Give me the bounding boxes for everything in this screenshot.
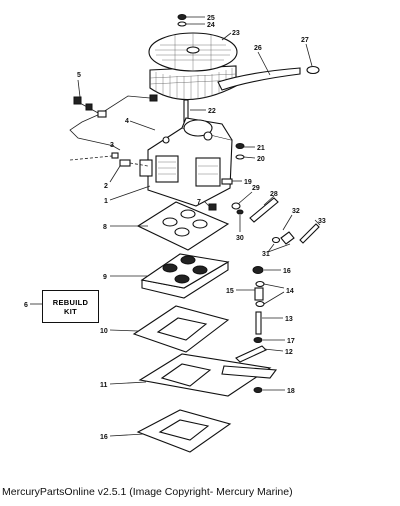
callout-9: 9 [103, 274, 107, 281]
copyright-footer: MercuryPartsOnline v2.5.1 (Image Copyrig… [2, 486, 293, 498]
rebuild-kit-box: REBUILD KIT [42, 290, 99, 323]
callout-10: 10 [100, 328, 108, 335]
callout-26: 26 [254, 45, 262, 52]
rebuild-kit-line2: KIT [64, 306, 77, 316]
callout-14: 14 [286, 288, 294, 295]
callout-3: 3 [110, 142, 114, 149]
callout-11: 11 [100, 382, 108, 389]
callout-1: 1 [104, 198, 108, 205]
callout-28: 28 [270, 191, 278, 198]
seal-30 [236, 209, 244, 215]
plug-7 [208, 203, 217, 211]
bracket-12 [235, 345, 267, 363]
bushing-32 [280, 231, 295, 245]
screw-33 [299, 223, 320, 244]
nut-16 [252, 266, 264, 274]
callout-33: 33 [318, 218, 326, 225]
washer-14a [255, 280, 265, 288]
callout-18: 18 [287, 388, 295, 395]
callout-5: 5 [77, 72, 81, 79]
nut-18 [253, 387, 263, 393]
callout-32: 32 [292, 208, 300, 215]
callout-24: 24 [207, 22, 215, 29]
plate-11 [138, 353, 278, 397]
screw-19 [221, 178, 233, 185]
washer-14b [255, 300, 265, 308]
callout-30: 30 [236, 235, 244, 242]
callout-16-bottom: 16 [100, 434, 108, 441]
callout-31: 31 [262, 251, 270, 258]
rebuild-kit-line1: REBUILD [52, 297, 89, 307]
fitting-3 [111, 152, 119, 159]
stud-13 [255, 311, 262, 335]
pump-rod-28 [249, 197, 279, 223]
callout-2: 2 [104, 183, 108, 190]
carburetor-body [139, 117, 233, 207]
washer-20 [235, 154, 245, 160]
callout-22: 22 [208, 108, 216, 115]
callout-6: 6 [24, 302, 28, 309]
callout-25: 25 [207, 15, 215, 22]
nut-21 [235, 143, 245, 149]
callout-27: 27 [301, 37, 309, 44]
callout-7: 7 [197, 199, 201, 206]
washer-24 [177, 21, 187, 27]
callout-15: 15 [226, 288, 234, 295]
gasket-10 [132, 305, 230, 353]
gasket-8 [136, 201, 230, 251]
callout-12: 12 [285, 349, 293, 356]
callout-labels: 25 24 23 26 27 5 22 4 3 21 20 2 19 1 29 … [24, 15, 326, 441]
washer-29 [231, 202, 241, 210]
washer-31 [271, 236, 281, 244]
callout-8: 8 [103, 224, 107, 231]
leader-lines [30, 16, 321, 437]
callout-19: 19 [244, 179, 252, 186]
callout-20: 20 [257, 156, 265, 163]
fuel-line [69, 94, 158, 147]
spacer-9 [140, 253, 230, 299]
callout-21: 21 [257, 145, 265, 152]
nut-17 [253, 337, 263, 343]
hose-clamp [306, 65, 320, 75]
nut-25 [177, 14, 187, 20]
gasket-16-bottom [136, 409, 232, 453]
flame-arrestor [148, 32, 238, 101]
callout-23: 23 [232, 30, 240, 37]
callout-4: 4 [125, 118, 129, 125]
callout-29: 29 [252, 185, 260, 192]
vent-hose [217, 67, 301, 91]
callout-17: 17 [287, 338, 295, 345]
callout-13: 13 [285, 316, 293, 323]
callout-16-top: 16 [283, 268, 291, 275]
filter-2 [119, 159, 131, 167]
sleeve-15 [254, 287, 264, 301]
